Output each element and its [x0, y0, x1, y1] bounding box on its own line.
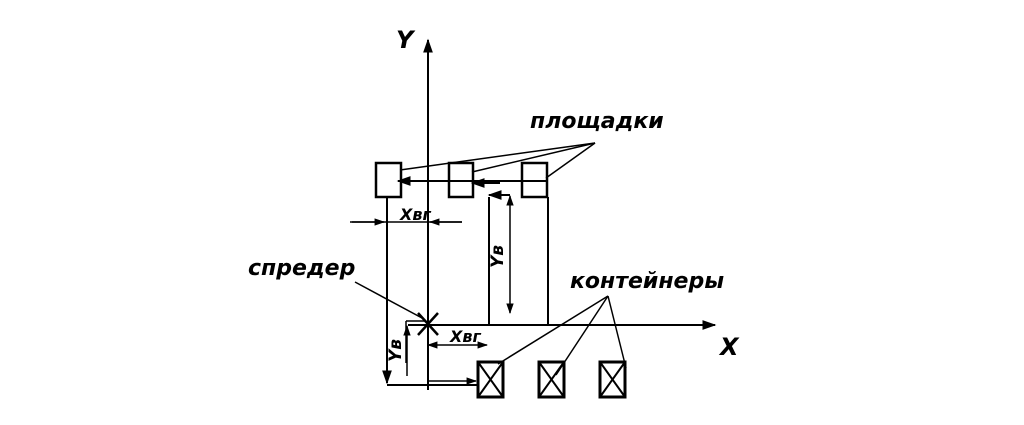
containers-leaders [497, 295, 627, 376]
y-axis-label: Y [396, 26, 416, 54]
platforms-label: площадки [530, 109, 664, 134]
containers-label: контейнеры [570, 269, 724, 294]
x-axis-label: X [718, 333, 740, 361]
spreader-label: спредер [248, 256, 355, 281]
containers [476, 360, 627, 399]
y-dimension-right-label: Yв [488, 245, 508, 268]
platform-1 [374, 161, 403, 199]
y-dimension-left-label: Yв [386, 339, 406, 362]
spreader-leader [354, 281, 423, 319]
spreader-marker [417, 312, 439, 336]
container-1 [476, 360, 505, 399]
x-dimension-lower-label: Xвг [449, 327, 481, 346]
platforms-leaders [399, 142, 596, 179]
container-3 [598, 360, 627, 399]
x-dimension-upper-label: Xвг [399, 205, 431, 224]
